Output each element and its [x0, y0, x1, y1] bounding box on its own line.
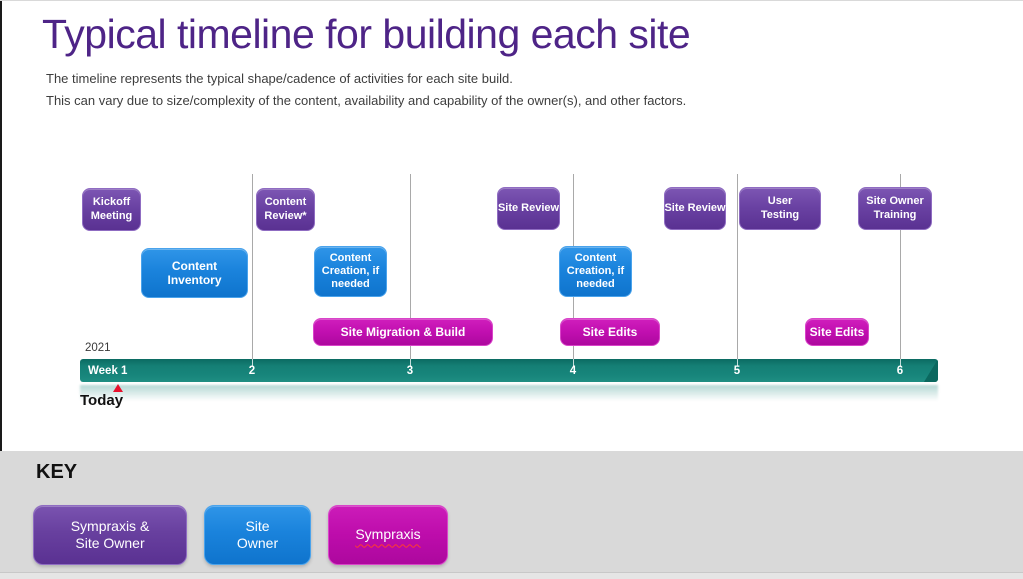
activity-kickoff-meeting: Kickoff Meeting	[82, 188, 141, 231]
week-start-label: Week 1	[88, 364, 128, 377]
today-marker-icon	[113, 384, 123, 392]
key-panel: KEY Sympraxis & Site Owner Site Owner Sy…	[0, 451, 1023, 579]
activity-content-creation-2: Content Creation, if needed	[559, 246, 632, 297]
subtitle-line-2: This can vary due to size/complexity of …	[46, 93, 687, 108]
week-tick-5: 5	[733, 364, 741, 377]
subtitle: The timeline represents the typical shap…	[46, 68, 686, 112]
activity-site-edits-1: Site Edits	[560, 318, 660, 346]
subtitle-line-1: The timeline represents the typical shap…	[46, 71, 513, 86]
timeline-bar: Week 1 2 3 4 5 6	[80, 359, 938, 382]
left-edge-line	[0, 1, 2, 451]
page-title: Typical timeline for building each site	[42, 11, 691, 57]
key-item-sympraxis-and-site-owner: Sympraxis & Site Owner	[33, 505, 187, 565]
bottom-edge-strip	[0, 572, 1023, 579]
key-heading: KEY	[36, 461, 78, 483]
key-item-sympraxis: Sympraxis	[328, 505, 448, 565]
activity-site-review-1: Site Review	[497, 187, 560, 230]
tick-mark-6	[900, 359, 901, 366]
week-gridline-6	[900, 174, 901, 359]
activity-site-review-2: Site Review	[664, 187, 726, 230]
key-item-label: Sympraxis	[355, 526, 421, 543]
week-tick-3: 3	[406, 364, 414, 377]
activity-content-creation-1: Content Creation, if needed	[314, 246, 387, 297]
week-tick-6: 6	[896, 364, 904, 377]
activity-site-migration-build: Site Migration & Build	[313, 318, 493, 346]
activity-site-edits-2: Site Edits	[805, 318, 869, 346]
key-item-label: Sympraxis & Site Owner	[70, 517, 150, 552]
key-item-label: Site Owner	[236, 517, 279, 552]
timeline-bar-reflection	[80, 385, 938, 401]
activity-content-inventory: Content Inventory	[141, 248, 248, 298]
activity-user-testing: User Testing	[739, 187, 821, 230]
tick-mark-2	[252, 359, 253, 366]
week-tick-2: 2	[248, 364, 256, 377]
week-tick-4: 4	[569, 364, 577, 377]
week-gridline-2	[252, 174, 253, 359]
key-item-site-owner: Site Owner	[204, 505, 311, 565]
activity-content-review: Content Review*	[256, 188, 315, 231]
tick-mark-4	[573, 359, 574, 366]
week-gridline-3	[410, 174, 411, 359]
week-gridline-5	[737, 174, 738, 359]
today-label: Today	[80, 392, 124, 409]
year-label: 2021	[85, 342, 111, 354]
activity-site-owner-training: Site Owner Training	[858, 187, 932, 230]
tick-mark-3	[410, 359, 411, 366]
tick-mark-5	[737, 359, 738, 366]
